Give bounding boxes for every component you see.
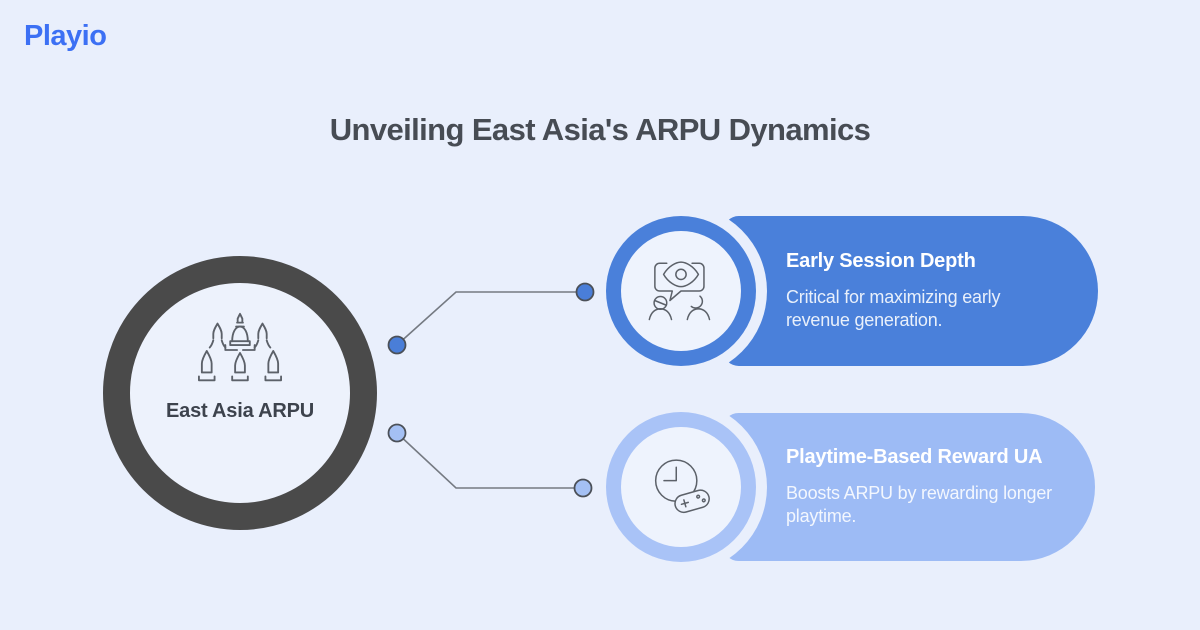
speech-bubble-eye-audience-icon — [648, 261, 711, 321]
branch-card-playtime-based-reward-ua: Playtime-Based Reward UA Boosts ARPU by … — [606, 412, 1095, 562]
connector-dot-bottom-left — [387, 423, 407, 443]
card-pill — [723, 413, 1095, 561]
card-title: Early Session Depth — [786, 250, 976, 272]
connector-dot-top-left — [387, 335, 407, 355]
center-node-label: East Asia ARPU — [166, 400, 314, 422]
card-title: Playtime-Based Reward UA — [786, 446, 1043, 468]
playio-logo: Playio — [24, 20, 107, 52]
center-node-east-asia-arpu: East Asia ARPU — [103, 256, 377, 530]
connector-line-top — [396, 291, 585, 346]
temple-stupa-icon — [198, 312, 282, 382]
connector-dot-bottom-right — [573, 478, 593, 498]
card-badge — [606, 412, 756, 562]
card-badge — [606, 216, 756, 366]
connector-line-bottom — [396, 432, 583, 489]
card-badge-inner — [621, 231, 741, 351]
card-description: Critical for maximizing early revenue ge… — [786, 287, 1001, 330]
card-text-block: Playtime-Based Reward UA Boosts ARPU by … — [786, 446, 1055, 528]
card-description: Boosts ARPU by rewarding longer playtime… — [786, 483, 1052, 526]
card-text-block: Early Session Depth Critical for maximiz… — [786, 250, 1058, 332]
branch-card-early-session-depth: Early Session Depth Critical for maximiz… — [606, 215, 1098, 367]
card-pill — [723, 216, 1098, 366]
connector-dot-top-right — [575, 282, 595, 302]
page-title: Unveiling East Asia's ARPU Dynamics — [329, 112, 871, 147]
card-badge-inner — [621, 427, 741, 547]
clock-gamepad-icon — [654, 459, 710, 514]
